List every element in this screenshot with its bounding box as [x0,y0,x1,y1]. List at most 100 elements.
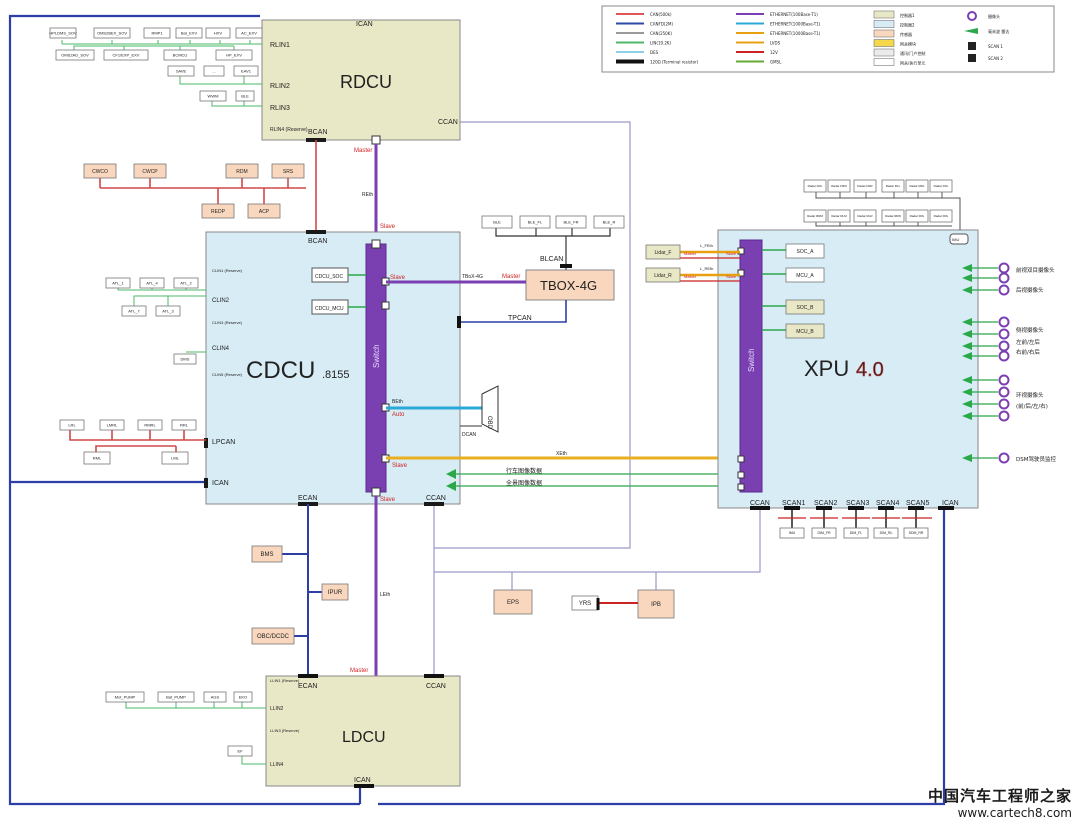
camera-label: 侧视摄像头 [1016,326,1044,334]
atl-node [155,305,181,317]
legend-swatch-label: 传感器 [900,31,912,37]
body-can-node [247,203,281,219]
lidar-r [645,267,681,283]
camera-icon [998,262,1010,274]
ldcu-lin-node-label: EKO [239,694,247,699]
xpu-scan3-label: SCAN3 [846,500,869,507]
atl-node-label: ATL_4 [146,280,158,285]
cdcu-title-suffix: .8155 [322,369,350,381]
body-can-node [225,163,259,179]
cdcu-clin5-label: CLIN5 (Reserve) [212,372,243,377]
camera-arrow [962,264,972,272]
ldcu-lin-node [233,691,253,703]
ipur-node [321,583,349,601]
radar-node-label: Radar FRL [934,184,949,188]
tbox-title: TBOX-4G [540,278,597,293]
rdcu-lin-node [167,65,195,77]
rdcu-lin-node [55,49,95,61]
rdcu-box[interactable] [261,19,461,141]
camera-label: 右前/右后 [1016,348,1040,356]
cdcu-title: CDCU [246,357,315,384]
ldcu-lin-node-label: AGS [211,694,220,699]
rdcu-lin-node-label: EAV1 [241,68,252,73]
legend-label: ETHERNET(1000Base-T1) [770,31,821,36]
legend-scan1-label: SCAN 1 [988,44,1003,49]
legend-label: CAN(500k) [650,12,672,17]
camera-arrow [962,286,972,294]
tbox-box[interactable] [525,269,615,301]
rdcu-rlin4-label: RLIN4 (Reserve) [270,127,308,133]
watermark: 中国汽车工程师之家 www.cartech8.com [928,785,1072,820]
lidar-f [645,244,681,260]
radar-node-label: Radar FRM [831,184,847,188]
xpu-version: 4.0 [856,359,884,381]
cdcu-soc-label: CDCU_SOC [315,274,343,280]
lp-node-label: RML [93,455,102,460]
lp-node [59,419,85,431]
lp-node-label: RRL [180,422,189,427]
rdcu-lin-node-label: SAVE [176,68,187,73]
xpu-scan1-label: SCAN1 [782,500,805,507]
legend-swatch [873,58,895,66]
radar-node [929,209,953,223]
ble-node [519,215,551,229]
xpu-ican-label: ICAN [942,500,959,507]
ldcu-lin-node [203,691,227,703]
rdcu-lin-node [49,27,77,39]
rdcu-lin-node-label: HP_EXV [226,52,242,57]
legend-label: 120Ω (Terminal resistor) [650,60,699,65]
ldcu-box[interactable] [265,675,461,787]
radar-node-label: Radar RRR [885,214,901,218]
scan-node [843,527,869,539]
legend-label: 12V [770,50,778,55]
aeth-label: BEth [392,399,403,405]
camera-arrow [962,318,972,326]
body-can-node-label: CWCP [142,169,158,175]
legend-swatch [873,29,895,38]
body-can-node [133,163,167,179]
eps-node [493,589,533,615]
lp-node-label: RMRL [144,422,156,427]
eps-node-label: EPS [507,600,519,606]
lp-node-label: LRL [68,422,76,427]
yrs-node-label: YRS [579,601,591,607]
legend-swatch-label: 网关/执行单元 [900,60,925,66]
legend-group: CAN(500k)CANFD(2M)CAN(250K)LIN(19.2K)DES… [616,10,1009,66]
cdcu-slave-label-bottom: Slave [380,497,396,503]
obc-node-label: OBC/DCDC [257,634,290,640]
radar-node [827,179,851,193]
legend-scan2-icon [968,54,976,62]
rdcu-lin-node [199,90,227,102]
camera-icon [998,398,1010,410]
xpu-mcu-b-label: MCU_B [796,329,814,335]
ble-node-label: BLE_R [603,219,616,224]
lidar-r-master: Master [684,274,697,279]
ipur-node-label: IPUR [328,590,343,596]
camera-label: 前视双目摄像头 [1016,266,1055,274]
legend-label: DES [650,50,659,55]
legend-radar-label: 毫米波 雷达 [988,28,1009,34]
legend-swatch [873,39,895,47]
obc-node [251,627,295,645]
xpu-mcu-b [785,323,825,339]
leth-label: LEth [380,592,391,598]
radar-node-label: Radar RLL [886,184,901,188]
scan-node [873,527,899,539]
dms-node [173,353,197,365]
rdcu-lin-node-label: RMP1 [151,30,163,35]
camera-arrow [962,400,972,408]
legend-label: ETHERNET(1000Base-T1) [770,22,821,27]
xpu-switch-label: Switch [747,348,756,372]
lp-node [83,451,111,465]
rdcu-lin-node-label: WWM [208,93,219,98]
legend-swatch-label: 网关模块 [900,41,916,47]
scan-node [811,527,837,539]
rdcu-rlin3-label: RLIN3 [270,105,290,112]
rdcu-lin-node-label: BCMCU [173,52,188,57]
xpu-scan2-label: SCAN2 [814,500,837,507]
